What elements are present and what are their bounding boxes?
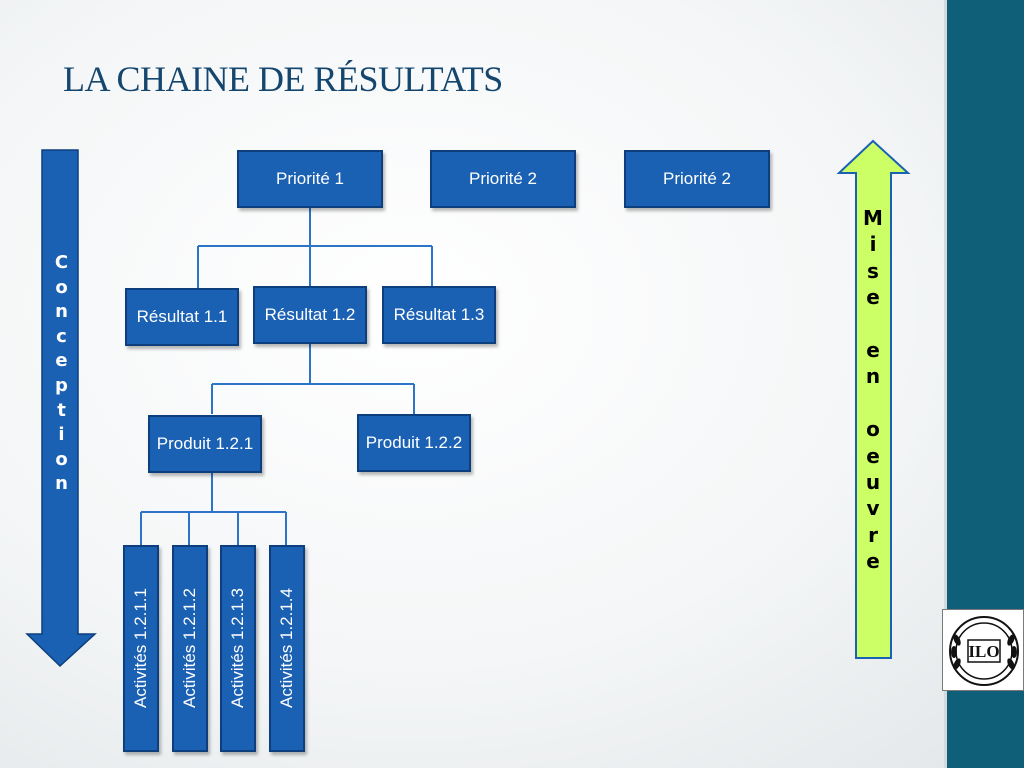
priority-box-3: Priorité 2 [624,150,770,208]
mise-en-oeuvre-arrow [836,139,911,659]
conception-label: C o n c e p t i o n [54,252,69,495]
slide-title: LA CHAINE DE RÉSULTATS [63,59,503,99]
ilo-logo-icon: ILO [949,616,1019,686]
result-box-1-1: Résultat 1.1 [125,288,239,346]
product-box-1-2-1: Produit 1.2.1 [148,415,262,473]
mise-en-oeuvre-label: M i s e e n o e u v r e [863,206,883,574]
priority-box-2: Priorité 2 [430,150,576,208]
activity-box-1-2-1-4: Activités 1.2.1.4 [269,545,305,752]
activity-box-1-2-1-3: Activités 1.2.1.3 [220,545,256,752]
activity-box-1-2-1-2: Activités 1.2.1.2 [172,545,208,752]
result-box-1-2: Résultat 1.2 [253,286,367,344]
sidebar-edge [944,0,947,768]
conception-arrow [25,149,97,668]
activity-box-1-2-1-1: Activités 1.2.1.1 [123,545,159,752]
svg-text:ILO: ILO [968,642,999,661]
priority-box-1: Priorité 1 [237,150,383,208]
product-box-1-2-2: Produit 1.2.2 [357,414,471,472]
ilo-logo: ILO [942,609,1024,691]
result-box-1-3: Résultat 1.3 [382,286,496,344]
